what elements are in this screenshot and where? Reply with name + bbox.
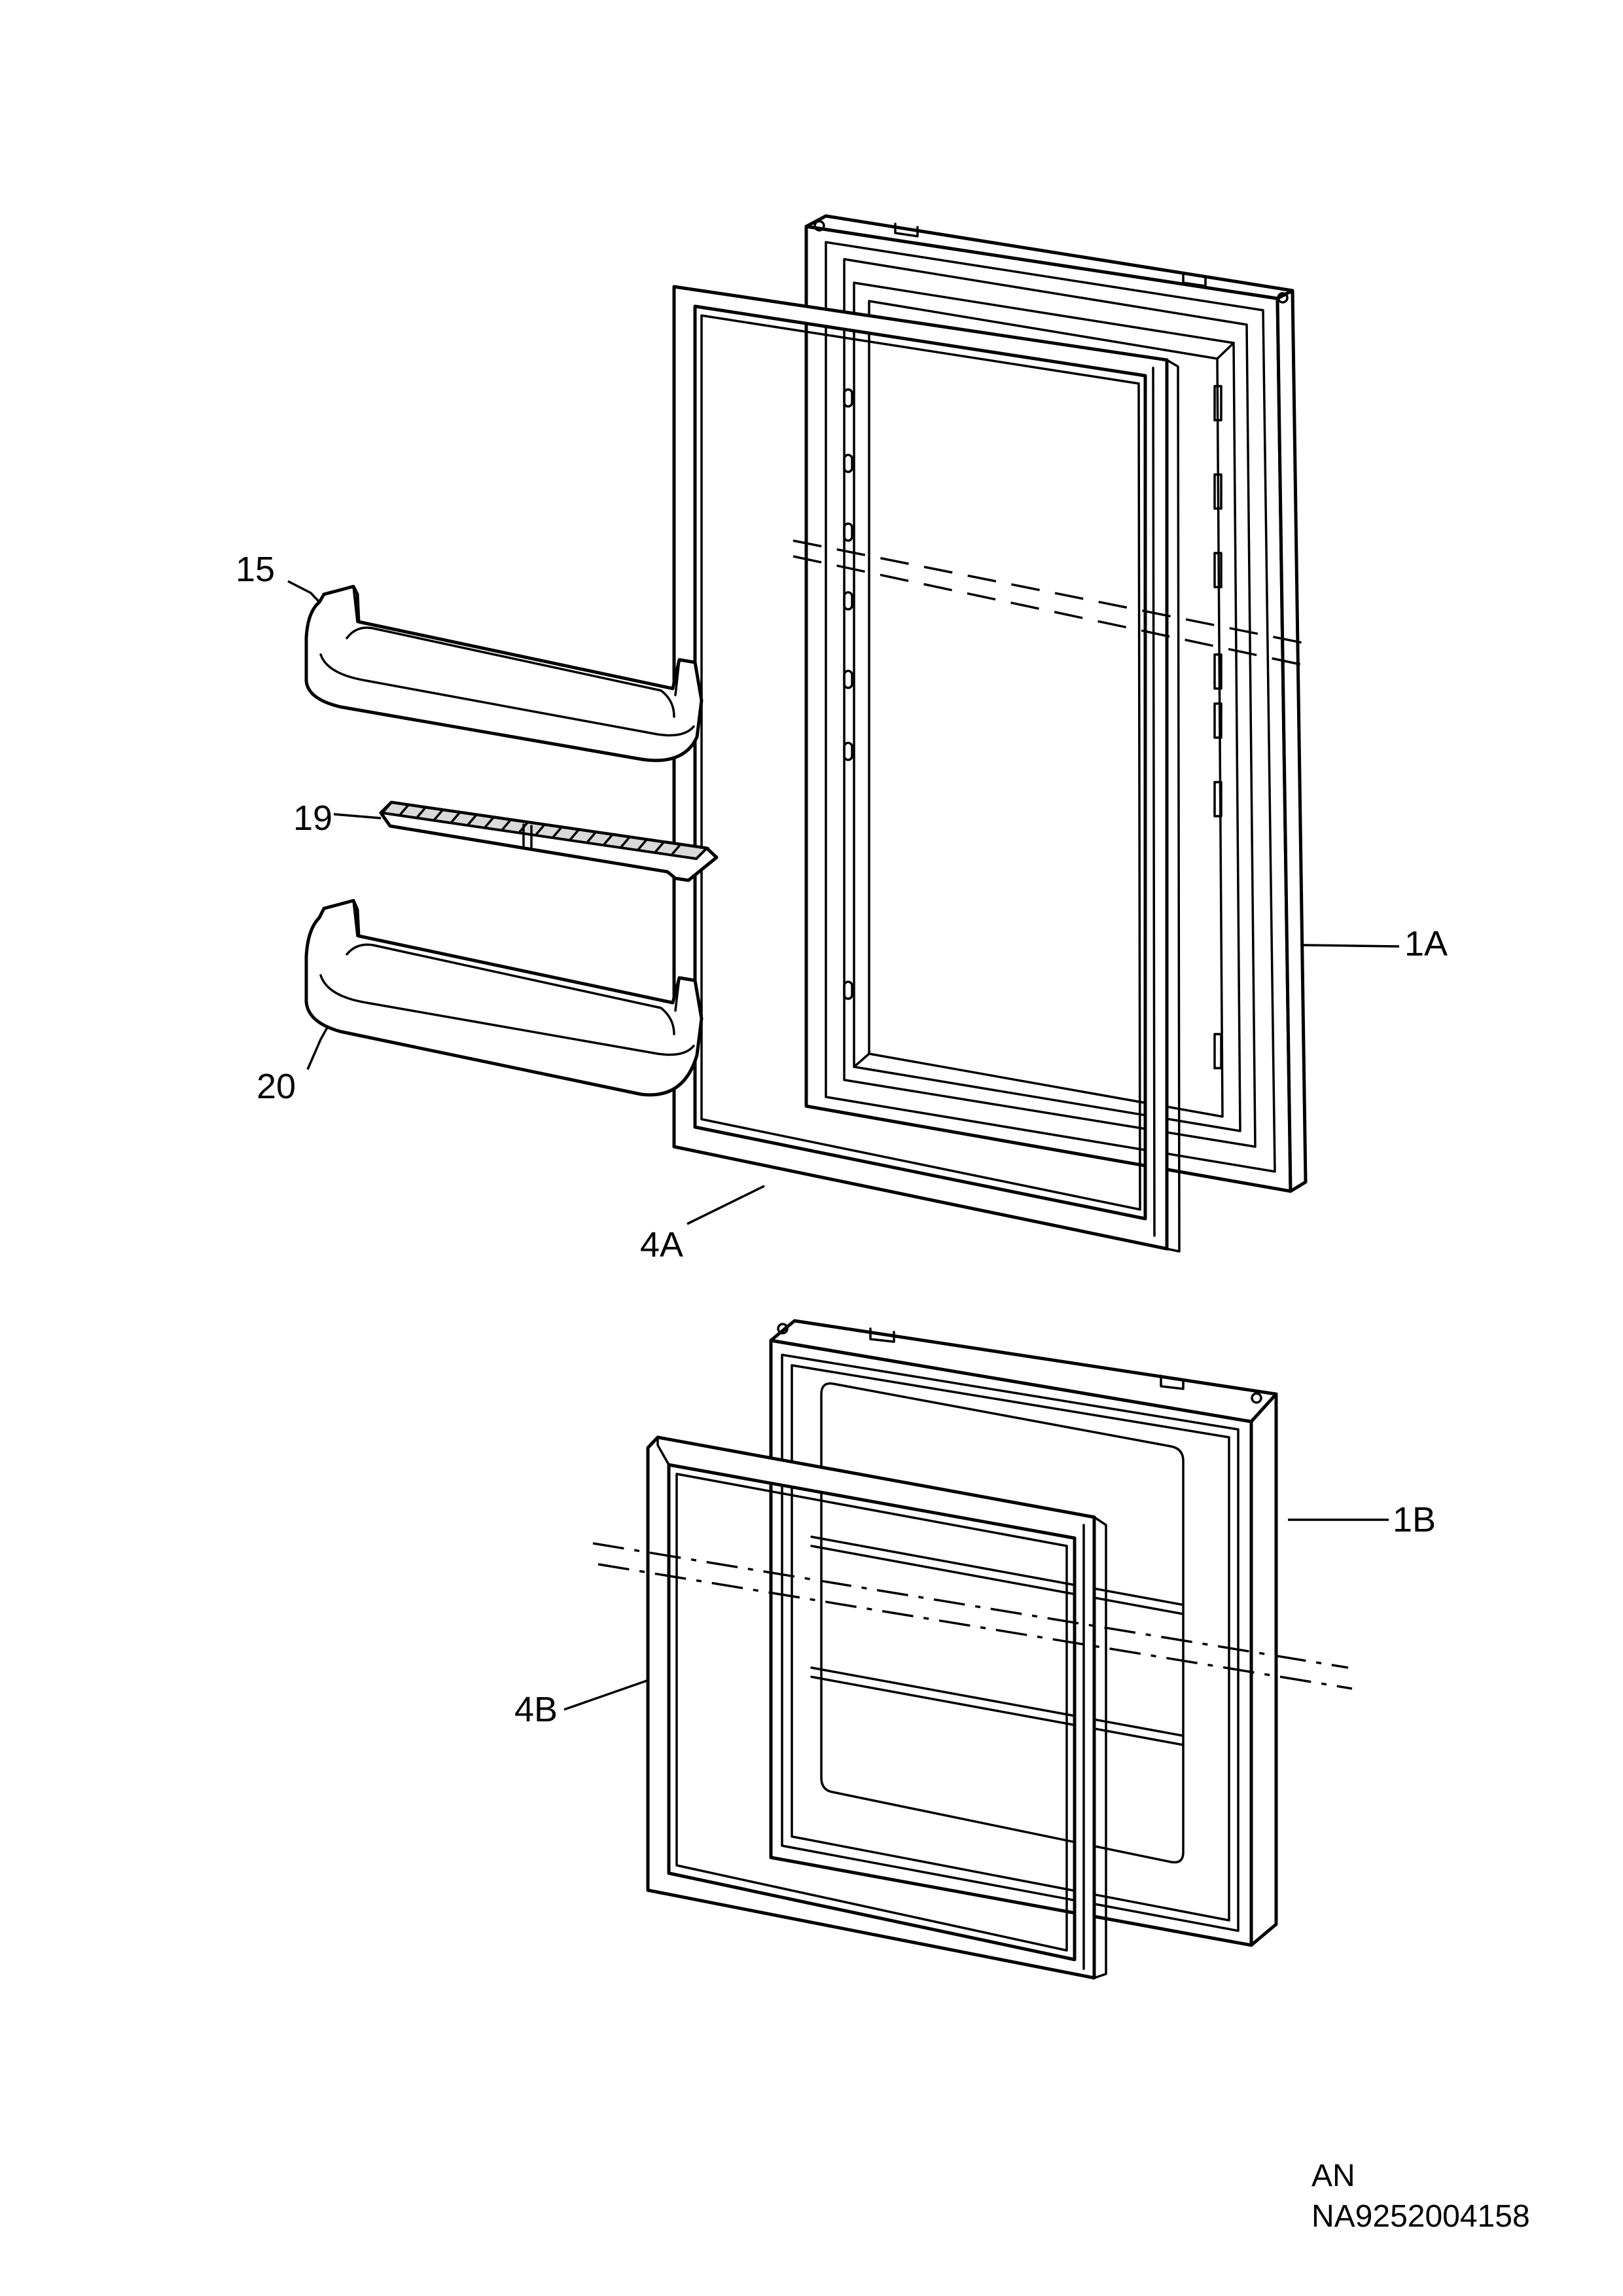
door-slots-right: [1213, 385, 1222, 1069]
callout-1A: 1A: [1404, 924, 1448, 963]
footer-code: AN: [1311, 2159, 1355, 2193]
door-rack-19: [379, 800, 719, 882]
callout-19: 19: [293, 798, 332, 838]
door-shelf-20: [304, 899, 704, 1097]
callout-1B: 1B: [1393, 1500, 1436, 1539]
callout-4B: 4B: [514, 1690, 558, 1729]
lower-door-panel-1B: [769, 1319, 1278, 1947]
callout-15: 15: [236, 550, 275, 589]
door-shelf-15: [304, 584, 704, 762]
leader-lines: [287, 580, 1400, 1711]
upper-door-panel-1A: [804, 214, 1308, 1193]
lower-door-gasket-4B: [646, 1435, 1107, 1980]
lower-door-axis: [592, 1542, 1353, 1690]
callout-20: 20: [257, 1067, 296, 1106]
callout-4A: 4A: [640, 1225, 683, 1265]
door-slots-left: [843, 388, 853, 1000]
rack-ribs: [399, 804, 682, 855]
footer-reference: NA9252004158: [1311, 2199, 1530, 2234]
